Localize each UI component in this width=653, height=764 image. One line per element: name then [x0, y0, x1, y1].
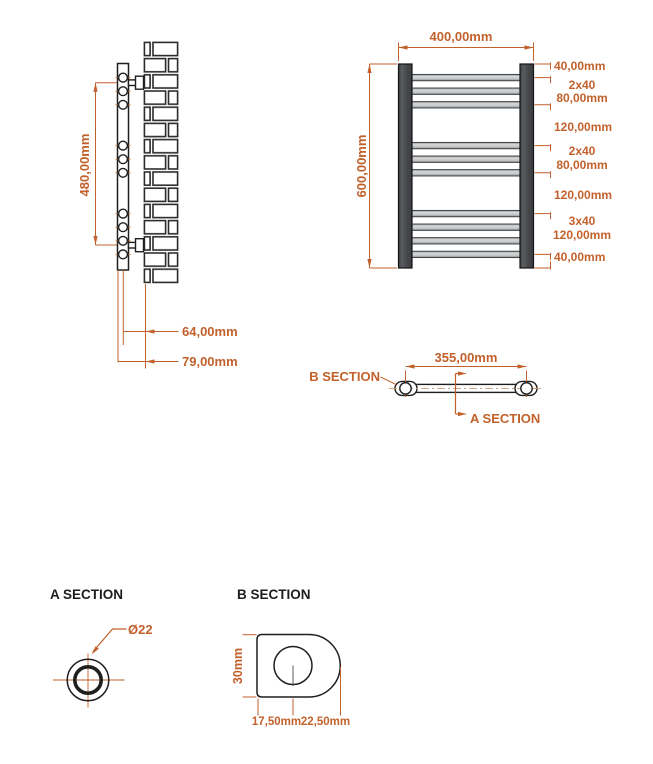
spacing-label-2-line2: 80,00mm [556, 91, 608, 105]
front-height-dim-label: 600,00mm [353, 134, 369, 198]
top-width-dim-label: 355,00mm [434, 350, 498, 365]
b-dim-right-label: 22,50mm [300, 716, 351, 728]
tube-ends [117, 72, 129, 260]
spacing-label-2-line1: 2x40 [568, 77, 596, 92]
a-outer-circle [66, 658, 110, 702]
arrow-cut-top [458, 371, 467, 376]
a-centerlines [53, 653, 125, 708]
arrow-diameter [91, 646, 99, 655]
spacing-label-4-line1: 2x40 [568, 144, 596, 158]
arrow-400-left [398, 45, 408, 50]
arrow-79 [145, 359, 155, 364]
plan-tubes [399, 381, 533, 395]
b-extension-lines [242, 634, 341, 716]
wall-bracket-top [127, 75, 145, 90]
column-left [397, 63, 413, 269]
b-dim-left-label: 17,50mm [251, 716, 302, 728]
diameter-leader [92, 628, 127, 652]
arrow-480-bottom [93, 236, 98, 245]
arrow-600-bottom [367, 259, 372, 268]
spacing-ticks [534, 62, 551, 270]
front-width-dim-label: 400,00mm [429, 28, 493, 44]
side-view [93, 41, 179, 369]
section-a-view [53, 628, 127, 708]
arrow-64 [145, 329, 155, 334]
dim-600 [369, 63, 397, 269]
arrow-600-top [367, 64, 372, 73]
arrow-355-left [405, 364, 415, 369]
spacing-label-4-line2: 80,00mm [556, 157, 608, 172]
b-section-leader [380, 376, 397, 385]
spacing-label-2: 2x40 80,00mm [550, 77, 614, 106]
a-section-callout: A SECTION [470, 411, 541, 426]
diameter-label: Ø22 [128, 622, 153, 637]
section-a-title: A SECTION [50, 587, 124, 602]
spacing-label-5: 120,00mm [554, 188, 613, 202]
spacing-label-6: 3x40 120,00mm [550, 214, 614, 242]
spacing-label-7: 40,00mm [554, 250, 606, 264]
rungs [411, 73, 521, 259]
spacing-label-1: 40,00mm [554, 58, 606, 73]
arrow-cut-bottom [458, 411, 467, 417]
front-view [367, 42, 551, 270]
arrow-355-right [517, 364, 527, 369]
spacing-label-4: 2x40 80,00mm [550, 144, 614, 172]
dim-400 [398, 42, 534, 61]
wall-offset-edge-label: 79,00mm [182, 353, 238, 369]
dim-offsets [117, 270, 179, 369]
b-section-callout: B SECTION [309, 369, 380, 384]
a-tube-circle [73, 664, 104, 695]
section-b-title: B SECTION [237, 587, 311, 602]
side-height-dim-label: 480,00mm [77, 133, 92, 196]
section-b-view [242, 633, 341, 716]
arrow-480-top [93, 82, 98, 92]
column-right [519, 63, 535, 269]
wall-bracket-bottom [127, 237, 145, 253]
spacing-label-6-line2: 120,00mm [552, 227, 612, 242]
brick-wall [143, 41, 179, 284]
top-view [380, 364, 543, 417]
section-cut-line [454, 372, 460, 415]
wall-offset-tube-label: 64,00mm [182, 323, 238, 339]
arrow-400-right [524, 45, 534, 50]
dim-355 [405, 366, 527, 382]
b-height-label: 30mm [231, 647, 245, 685]
spacing-label-3: 120,00mm [554, 120, 613, 134]
dim-480 [95, 82, 117, 246]
spacing-label-6-line1: 3x40 [568, 214, 596, 228]
